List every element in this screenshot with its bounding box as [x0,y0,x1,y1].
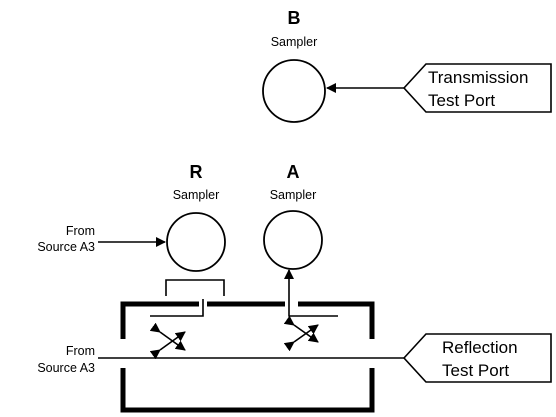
a-sampler-circle [263,210,323,270]
a-sampler-caption: Sampler [270,188,317,202]
r-sampler-letter: R [190,162,203,182]
r-coupler-bracket [165,279,225,296]
r-sampler-circle [166,212,226,272]
r-sampler: R Sampler [166,162,226,272]
housing-top-left-wall [120,301,199,339]
a-sampler-letter: A [287,162,300,182]
a-sampler: A Sampler [263,162,323,270]
b-sampler-letter: B [288,8,301,28]
housing-top-right-wall [298,301,375,339]
reflection-port-line2: Test Port [442,361,509,380]
b-sampler: B Sampler [262,8,326,123]
source-through-line1: From [66,344,95,358]
housing-bottom-wall [120,368,375,413]
reflection-port-line1: Reflection [442,338,518,357]
b-sampler-circle [262,59,326,123]
reflection-test-port: Reflection Test Port [402,333,552,383]
transmission-port-line2: Test Port [428,91,495,110]
b-sampler-caption: Sampler [271,35,318,49]
a-coupler-cross-icon [283,315,319,352]
coupler-housing [98,269,404,413]
source-to-r: From Source A3 [37,224,166,254]
r-coupler-cross-icon [149,322,186,360]
source-to-r-line2: Source A3 [37,240,95,254]
transmission-port-tag [402,63,552,113]
source-to-r-line1: From [66,224,95,238]
r-sampler-caption: Sampler [173,188,220,202]
source-through-line: From Source A3 [37,344,95,375]
r-coupler-line [150,299,204,317]
transmission-test-port: Transmission Test Port [326,63,552,113]
source-through-line2: Source A3 [37,361,95,375]
transmission-port-line1: Transmission [428,68,528,87]
reflection-port-tag [402,333,552,383]
